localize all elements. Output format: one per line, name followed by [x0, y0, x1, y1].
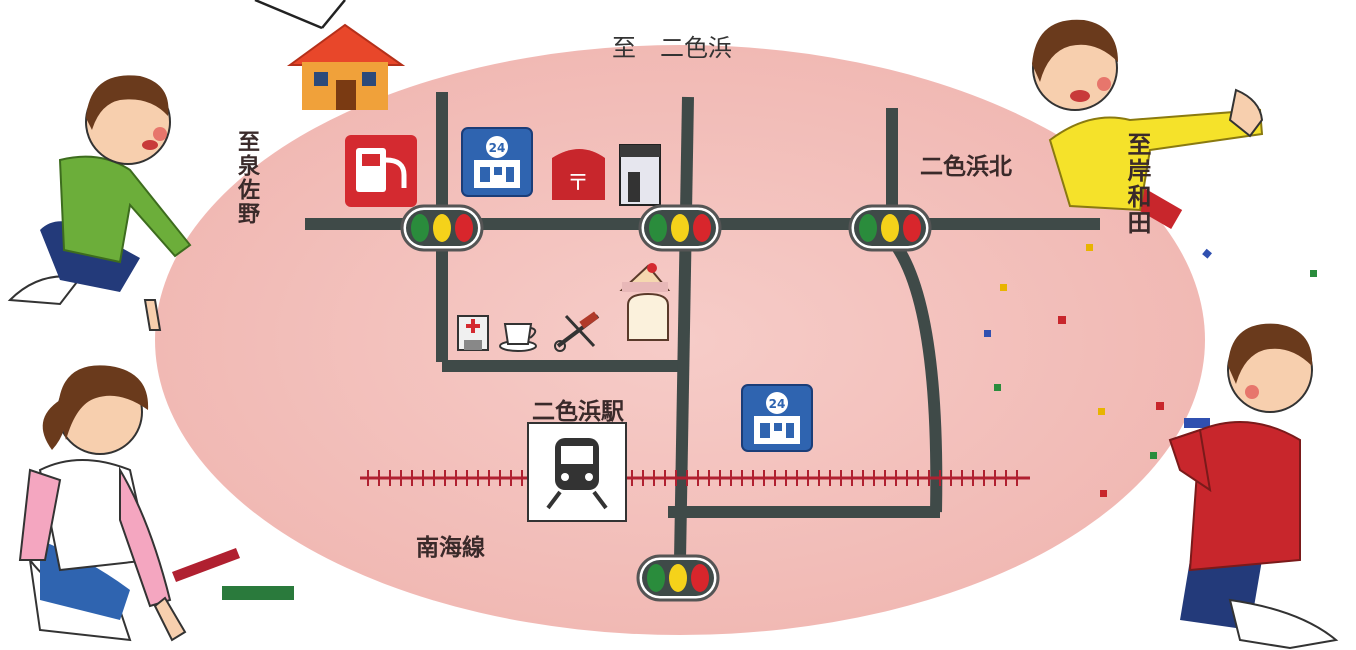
traffic-signal-icon	[636, 554, 720, 602]
road-center	[674, 96, 694, 561]
cake-shop-icon	[619, 263, 671, 292]
label-nishikinohama-kita: 二色浜北	[920, 154, 1012, 180]
convenience-store-icon: 24	[461, 127, 533, 197]
svg-text:24: 24	[769, 397, 786, 411]
child-pink-illustration	[18, 365, 187, 642]
traffic-signal-icon	[848, 204, 932, 252]
bakery-icon	[627, 292, 669, 341]
traffic-signals	[400, 204, 932, 602]
label-nankai-line: 南海線	[416, 535, 485, 561]
svg-text:〒: 〒	[567, 171, 589, 196]
child-red-illustration	[1168, 323, 1339, 650]
house-icon	[286, 23, 406, 110]
label-to-izumisano: 至泉佐野	[234, 130, 259, 226]
clinic-icon	[457, 315, 489, 351]
label-to-nishikinohama: 至 二色浜	[612, 34, 732, 62]
traffic-signal-icon	[638, 204, 722, 252]
building-icon	[619, 144, 661, 206]
pointer-line	[254, 0, 323, 30]
cafe-icon	[499, 323, 537, 352]
child-green-illustration	[7, 75, 192, 331]
pointer-line	[321, 0, 346, 29]
post-office-icon: 〒	[552, 149, 605, 200]
label-nishikinohama-station: 二色浜駅	[532, 399, 624, 425]
svg-text:24: 24	[489, 141, 506, 155]
train-icon	[527, 422, 627, 522]
gas-station-icon	[345, 135, 417, 207]
traffic-signal-icon	[400, 204, 484, 252]
barber-icon	[554, 311, 600, 352]
road-east-curve	[887, 236, 943, 513]
confetti	[984, 244, 1317, 497]
convenience-store-icon: 24	[741, 384, 813, 452]
nankai-railway	[360, 470, 1030, 486]
child-yellow-illustration	[1032, 19, 1264, 212]
label-to-kishiwada: 至岸和田	[1123, 132, 1151, 236]
